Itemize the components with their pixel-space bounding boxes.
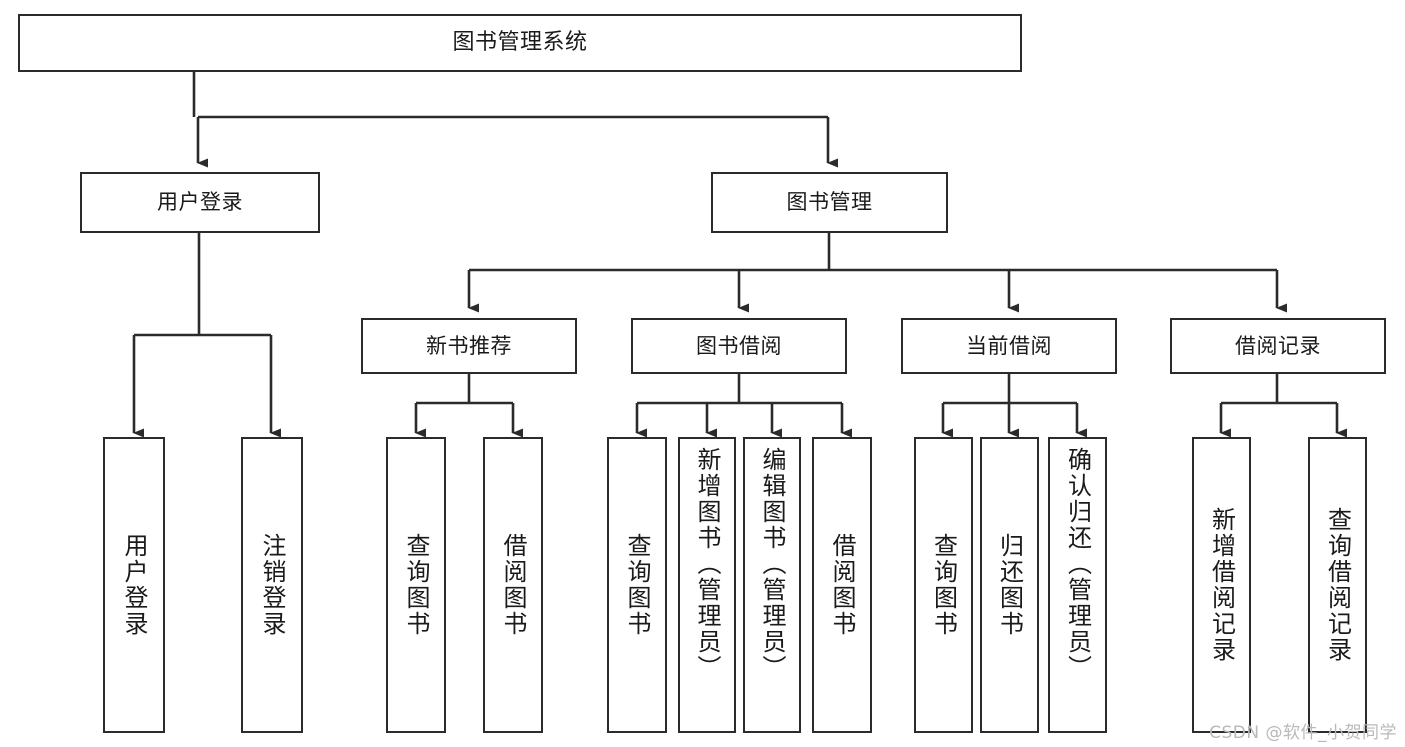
node-leaf-borrow-book-2[interactable]: 借阅图书 xyxy=(812,437,872,733)
node-leaf-borrow-book-2-label: 借阅图书 xyxy=(828,533,856,637)
node-leaf-confirm-return-label: 确认归还（管理员） xyxy=(1063,447,1092,681)
node-root[interactable]: 图书管理系统 xyxy=(18,14,1022,72)
node-leaf-user-logout[interactable]: 注销登录 xyxy=(241,437,303,733)
node-borrow-record[interactable]: 借阅记录 xyxy=(1170,318,1386,374)
node-leaf-borrow-book-1-label: 借阅图书 xyxy=(499,533,527,637)
node-book-management-label: 图书管理 xyxy=(786,190,873,215)
node-book-borrow[interactable]: 图书借阅 xyxy=(631,318,847,374)
node-leaf-add-record[interactable]: 新增借阅记录 xyxy=(1192,437,1251,733)
node-leaf-return-book-label: 归还图书 xyxy=(995,533,1024,637)
node-leaf-edit-book[interactable]: 编辑图书（管理员） xyxy=(743,437,801,733)
node-leaf-user-logout-label: 注销登录 xyxy=(258,533,286,637)
node-leaf-add-book-label: 新增图书（管理员） xyxy=(693,447,721,681)
node-leaf-query-book-3[interactable]: 查询图书 xyxy=(914,437,973,733)
node-leaf-query-record[interactable]: 查询借阅记录 xyxy=(1308,437,1367,733)
node-leaf-query-book-3-label: 查询图书 xyxy=(929,533,958,637)
node-new-book-recommend[interactable]: 新书推荐 xyxy=(361,318,577,374)
node-leaf-add-record-label: 新增借阅记录 xyxy=(1207,507,1236,663)
node-book-management[interactable]: 图书管理 xyxy=(711,172,948,233)
node-current-borrow[interactable]: 当前借阅 xyxy=(901,318,1117,374)
node-leaf-query-record-label: 查询借阅记录 xyxy=(1323,507,1352,663)
node-leaf-query-book-1[interactable]: 查询图书 xyxy=(386,437,446,733)
node-leaf-query-book-1-label: 查询图书 xyxy=(402,533,430,637)
node-current-borrow-label: 当前借阅 xyxy=(966,333,1052,358)
node-user-login[interactable]: 用户登录 xyxy=(80,172,320,233)
node-borrow-record-label: 借阅记录 xyxy=(1235,333,1321,358)
node-leaf-add-book[interactable]: 新增图书（管理员） xyxy=(678,437,736,733)
node-leaf-borrow-book-1[interactable]: 借阅图书 xyxy=(483,437,543,733)
node-root-label: 图书管理系统 xyxy=(452,30,588,56)
node-leaf-query-book-2-label: 查询图书 xyxy=(623,533,651,637)
node-leaf-user-login-label: 用户登录 xyxy=(120,533,148,637)
node-leaf-confirm-return[interactable]: 确认归还（管理员） xyxy=(1048,437,1107,733)
watermark-text: CSDN @软件_小贺同学 xyxy=(1209,723,1397,743)
node-book-borrow-label: 图书借阅 xyxy=(696,333,782,358)
node-leaf-return-book[interactable]: 归还图书 xyxy=(980,437,1039,733)
node-leaf-edit-book-label: 编辑图书（管理员） xyxy=(758,447,786,681)
node-leaf-user-login[interactable]: 用户登录 xyxy=(103,437,165,733)
node-new-book-recommend-label: 新书推荐 xyxy=(426,333,512,358)
node-user-login-label: 用户登录 xyxy=(157,190,243,215)
node-leaf-query-book-2[interactable]: 查询图书 xyxy=(607,437,667,733)
